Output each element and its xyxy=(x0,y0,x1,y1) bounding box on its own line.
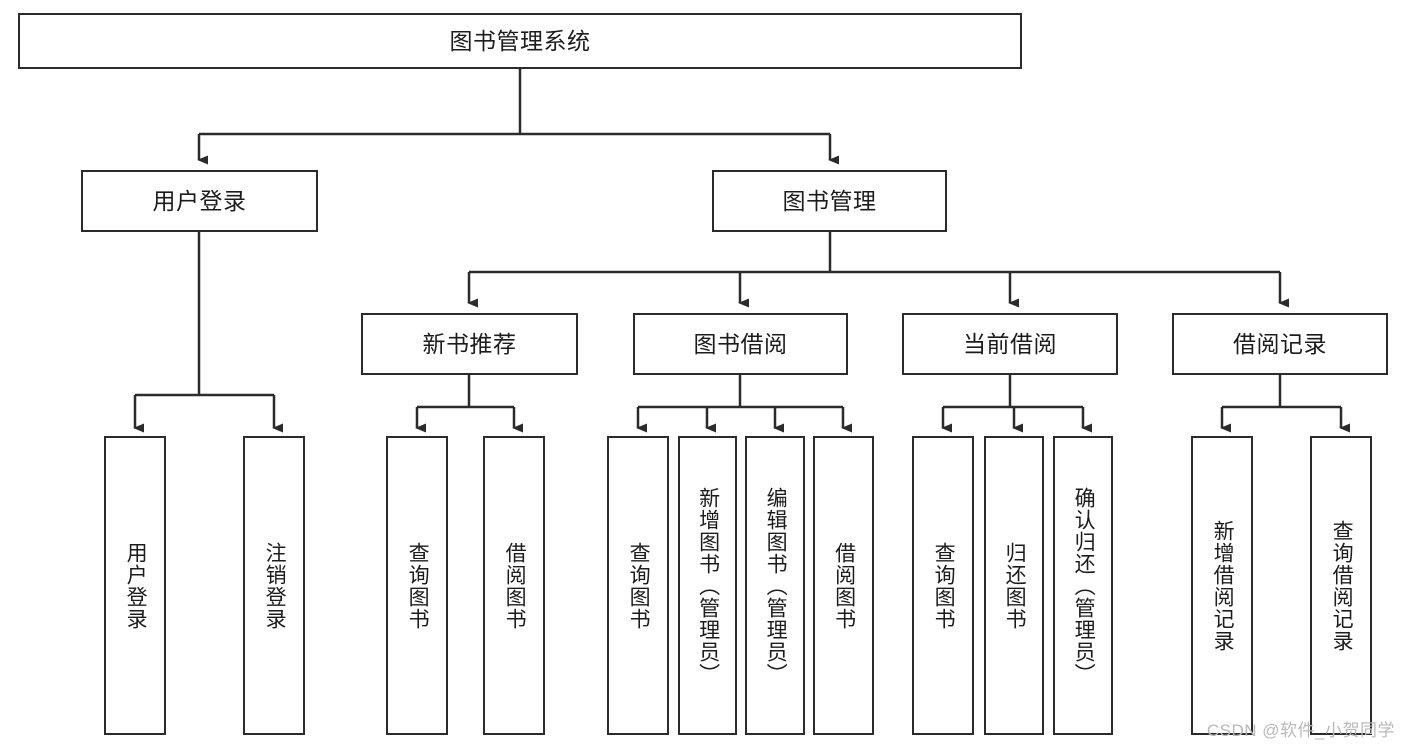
node-leaf-confirm-return[interactable]: 确认归还（管理员） xyxy=(1053,436,1113,735)
node-leaf-add-book[interactable]: 新增图书（管理员） xyxy=(678,436,737,735)
node-book-management-label: 图书管理 xyxy=(782,187,877,214)
node-book-borrow[interactable]: 图书借阅 xyxy=(633,313,848,375)
node-new-book-recommend-label: 新书推荐 xyxy=(422,330,517,357)
node-current-borrow-label: 当前借阅 xyxy=(963,330,1057,357)
node-leaf-query-book-3[interactable]: 查询图书 xyxy=(912,436,974,735)
node-leaf-return-book-label: 归还图书 xyxy=(1003,541,1027,630)
node-current-borrow[interactable]: 当前借阅 xyxy=(902,313,1118,375)
node-leaf-user-login-label: 用户登录 xyxy=(124,541,148,630)
node-leaf-borrow-book-1[interactable]: 借阅图书 xyxy=(483,436,545,735)
node-leaf-borrow-book-2[interactable]: 借阅图书 xyxy=(813,436,874,735)
node-leaf-query-record-label: 查询借阅记录 xyxy=(1330,519,1354,652)
node-leaf-return-book[interactable]: 归还图书 xyxy=(984,436,1044,735)
node-borrow-record-label: 借阅记录 xyxy=(1233,330,1327,357)
node-leaf-edit-book[interactable]: 编辑图书（管理员） xyxy=(745,436,805,735)
watermark: CSDN @软件_小贺同学 xyxy=(1206,721,1395,740)
node-leaf-confirm-return-label: 确认归还（管理员） xyxy=(1072,486,1096,685)
node-user-login-label: 用户登录 xyxy=(152,187,247,214)
node-leaf-user-login[interactable]: 用户登录 xyxy=(104,436,166,735)
node-leaf-add-record[interactable]: 新增借阅记录 xyxy=(1191,436,1253,735)
node-borrow-record[interactable]: 借阅记录 xyxy=(1172,313,1388,375)
node-leaf-add-book-label: 新增图书（管理员） xyxy=(696,486,720,685)
node-leaf-logout-login-label: 注销登录 xyxy=(263,541,287,630)
node-leaf-query-book-3-label: 查询图书 xyxy=(932,541,956,630)
node-root[interactable]: 图书管理系统 xyxy=(18,13,1022,69)
node-leaf-query-book-2-label: 查询图书 xyxy=(627,541,651,630)
node-leaf-add-record-label: 新增借阅记录 xyxy=(1211,519,1235,652)
node-leaf-borrow-book-2-label: 借阅图书 xyxy=(832,541,856,630)
node-leaf-logout-login[interactable]: 注销登录 xyxy=(243,436,305,735)
node-leaf-query-book-1-label: 查询图书 xyxy=(406,541,430,630)
node-user-login[interactable]: 用户登录 xyxy=(81,170,318,232)
node-book-borrow-label: 图书借阅 xyxy=(693,330,788,357)
node-leaf-query-book-1[interactable]: 查询图书 xyxy=(386,436,448,735)
node-root-label: 图书管理系统 xyxy=(449,27,591,54)
node-leaf-edit-book-label: 编辑图书（管理员） xyxy=(764,486,788,685)
node-new-book-recommend[interactable]: 新书推荐 xyxy=(361,313,578,375)
node-leaf-query-book-2[interactable]: 查询图书 xyxy=(607,436,669,735)
node-leaf-borrow-book-1-label: 借阅图书 xyxy=(503,541,527,630)
node-leaf-query-record[interactable]: 查询借阅记录 xyxy=(1310,436,1372,735)
node-book-management[interactable]: 图书管理 xyxy=(712,170,947,232)
